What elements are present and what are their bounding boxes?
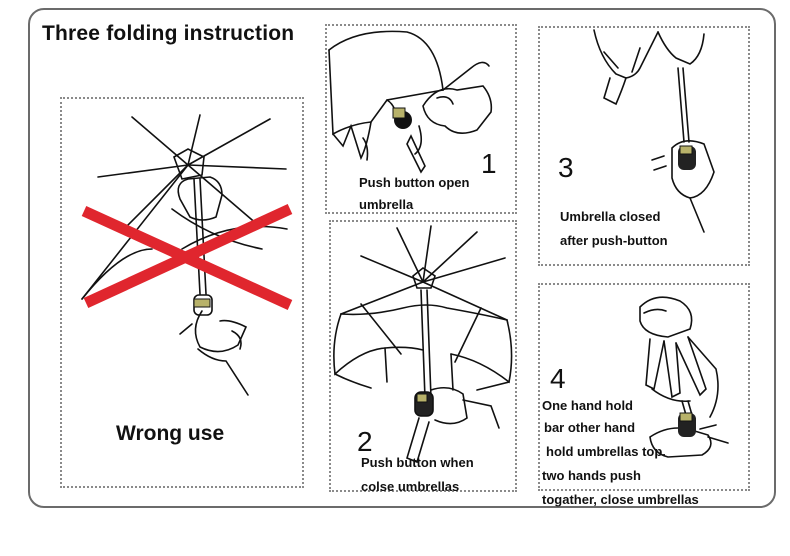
step-4-caption-line-2: bar other hand [544,420,636,435]
step-2-caption-line-1: Push button when [361,455,474,470]
step-2-illustration [333,225,513,464]
step-4-caption-line-5: togather, close umbrellas [542,492,699,507]
step-3-number: 3 [558,152,574,183]
panel-step-1: 1 Push button open umbrella [325,24,517,214]
step-2-number: 2 [357,426,373,457]
step-1-number: 1 [481,148,497,179]
step-4-caption-line-1: One hand hold [542,398,633,413]
step-4-illustration [639,296,729,458]
step-4-caption-line-3: hold umbrellas top. [546,444,666,459]
wrong-use-illustration [81,114,293,396]
step-3-caption-line-2: after push-button [560,233,668,248]
step-2-caption-line-2: colse umbrellas [361,479,460,494]
step-1-illustration [328,30,493,174]
panel-step-4: 4 One hand hold bar other hand hold umbr… [538,283,750,506]
wrong-use-label: Wrong use [116,422,225,445]
step-1-caption-line-2: umbrella [359,197,414,212]
page-title: Three folding instruction [42,22,295,45]
panel-step-2: 2 Push button when colse umbrellas [329,220,517,494]
step-4-number: 4 [550,363,566,394]
step-4-caption-line-4: two hands push [542,468,641,483]
step-3-caption-line-1: Umbrella closed [560,209,661,224]
panel-step-3: 3 Umbrella closed after push-button [538,26,750,266]
step-3-illustration [593,29,715,233]
step-1-caption-line-1: Push button open [359,175,470,190]
panel-wrong-use: Wrong use [60,97,304,488]
